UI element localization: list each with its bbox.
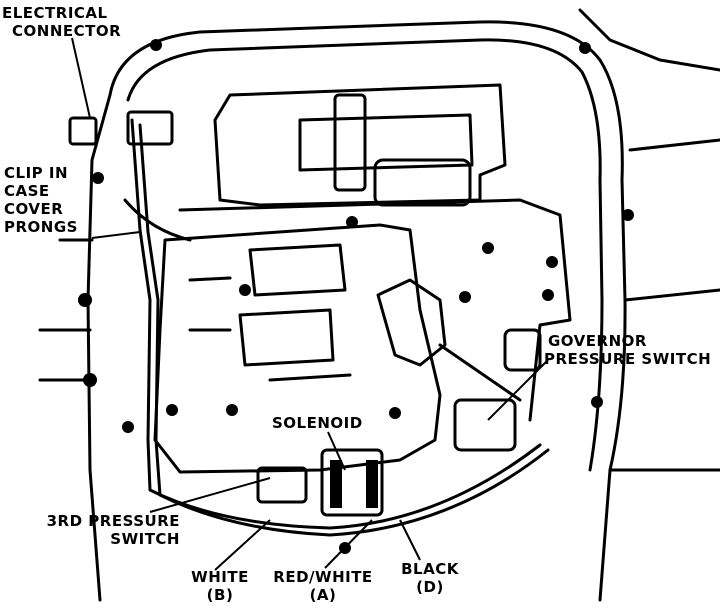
- label-white: WHITE (B): [180, 568, 260, 604]
- label-line: SWITCH: [110, 530, 180, 548]
- label-clip-in-case-cover-prongs: CLIP IN CASE COVER PRONGS: [4, 164, 78, 236]
- label-line: WHITE: [191, 568, 249, 586]
- label-line: CONNECTOR: [12, 22, 122, 40]
- valve-body: [153, 223, 442, 474]
- label-black: BLACK (D): [390, 560, 470, 596]
- label-solenoid: SOLENOID: [272, 414, 363, 432]
- label-third-pressure-switch: 3RD PRESSURE SWITCH: [44, 512, 180, 548]
- leader-third-switch: [149, 477, 271, 513]
- label-governor-pressure-switch: GOVERNOR PRESSURE SWITCH: [544, 332, 711, 368]
- label-line: (D): [416, 578, 444, 596]
- electrical-connector-body: [126, 110, 174, 146]
- label-line: (B): [206, 586, 234, 604]
- label-line: CLIP IN: [4, 164, 68, 182]
- governor-switch-body: [453, 398, 517, 452]
- label-line: GOVERNOR: [548, 332, 647, 350]
- label-red-white: RED/WHITE (A): [268, 568, 378, 604]
- leader-clip-prongs: [91, 231, 141, 239]
- leader-solenoid: [327, 431, 346, 471]
- label-line: COVER: [4, 200, 64, 218]
- label-line: RED/WHITE: [273, 568, 373, 586]
- leader-white: [214, 519, 271, 571]
- label-line: ELECTRICAL: [2, 4, 108, 22]
- leader-electrical-connector: [71, 37, 91, 119]
- solenoid-body: [320, 448, 384, 517]
- leader-black: [399, 519, 421, 561]
- upper-valve-housing: [213, 83, 507, 207]
- label-line: BLACK: [401, 560, 459, 578]
- label-line: (A): [309, 586, 337, 604]
- label-electrical-connector: ELECTRICAL CONNECTOR: [2, 4, 121, 40]
- leader-red-white: [324, 519, 373, 569]
- label-line: PRESSURE SWITCH: [544, 350, 712, 368]
- third-pressure-switch-body: [256, 466, 308, 504]
- label-line: CASE: [4, 182, 50, 200]
- leader-governor: [487, 359, 549, 421]
- label-line: 3RD PRESSURE: [46, 512, 180, 530]
- label-line: PRONGS: [4, 218, 78, 236]
